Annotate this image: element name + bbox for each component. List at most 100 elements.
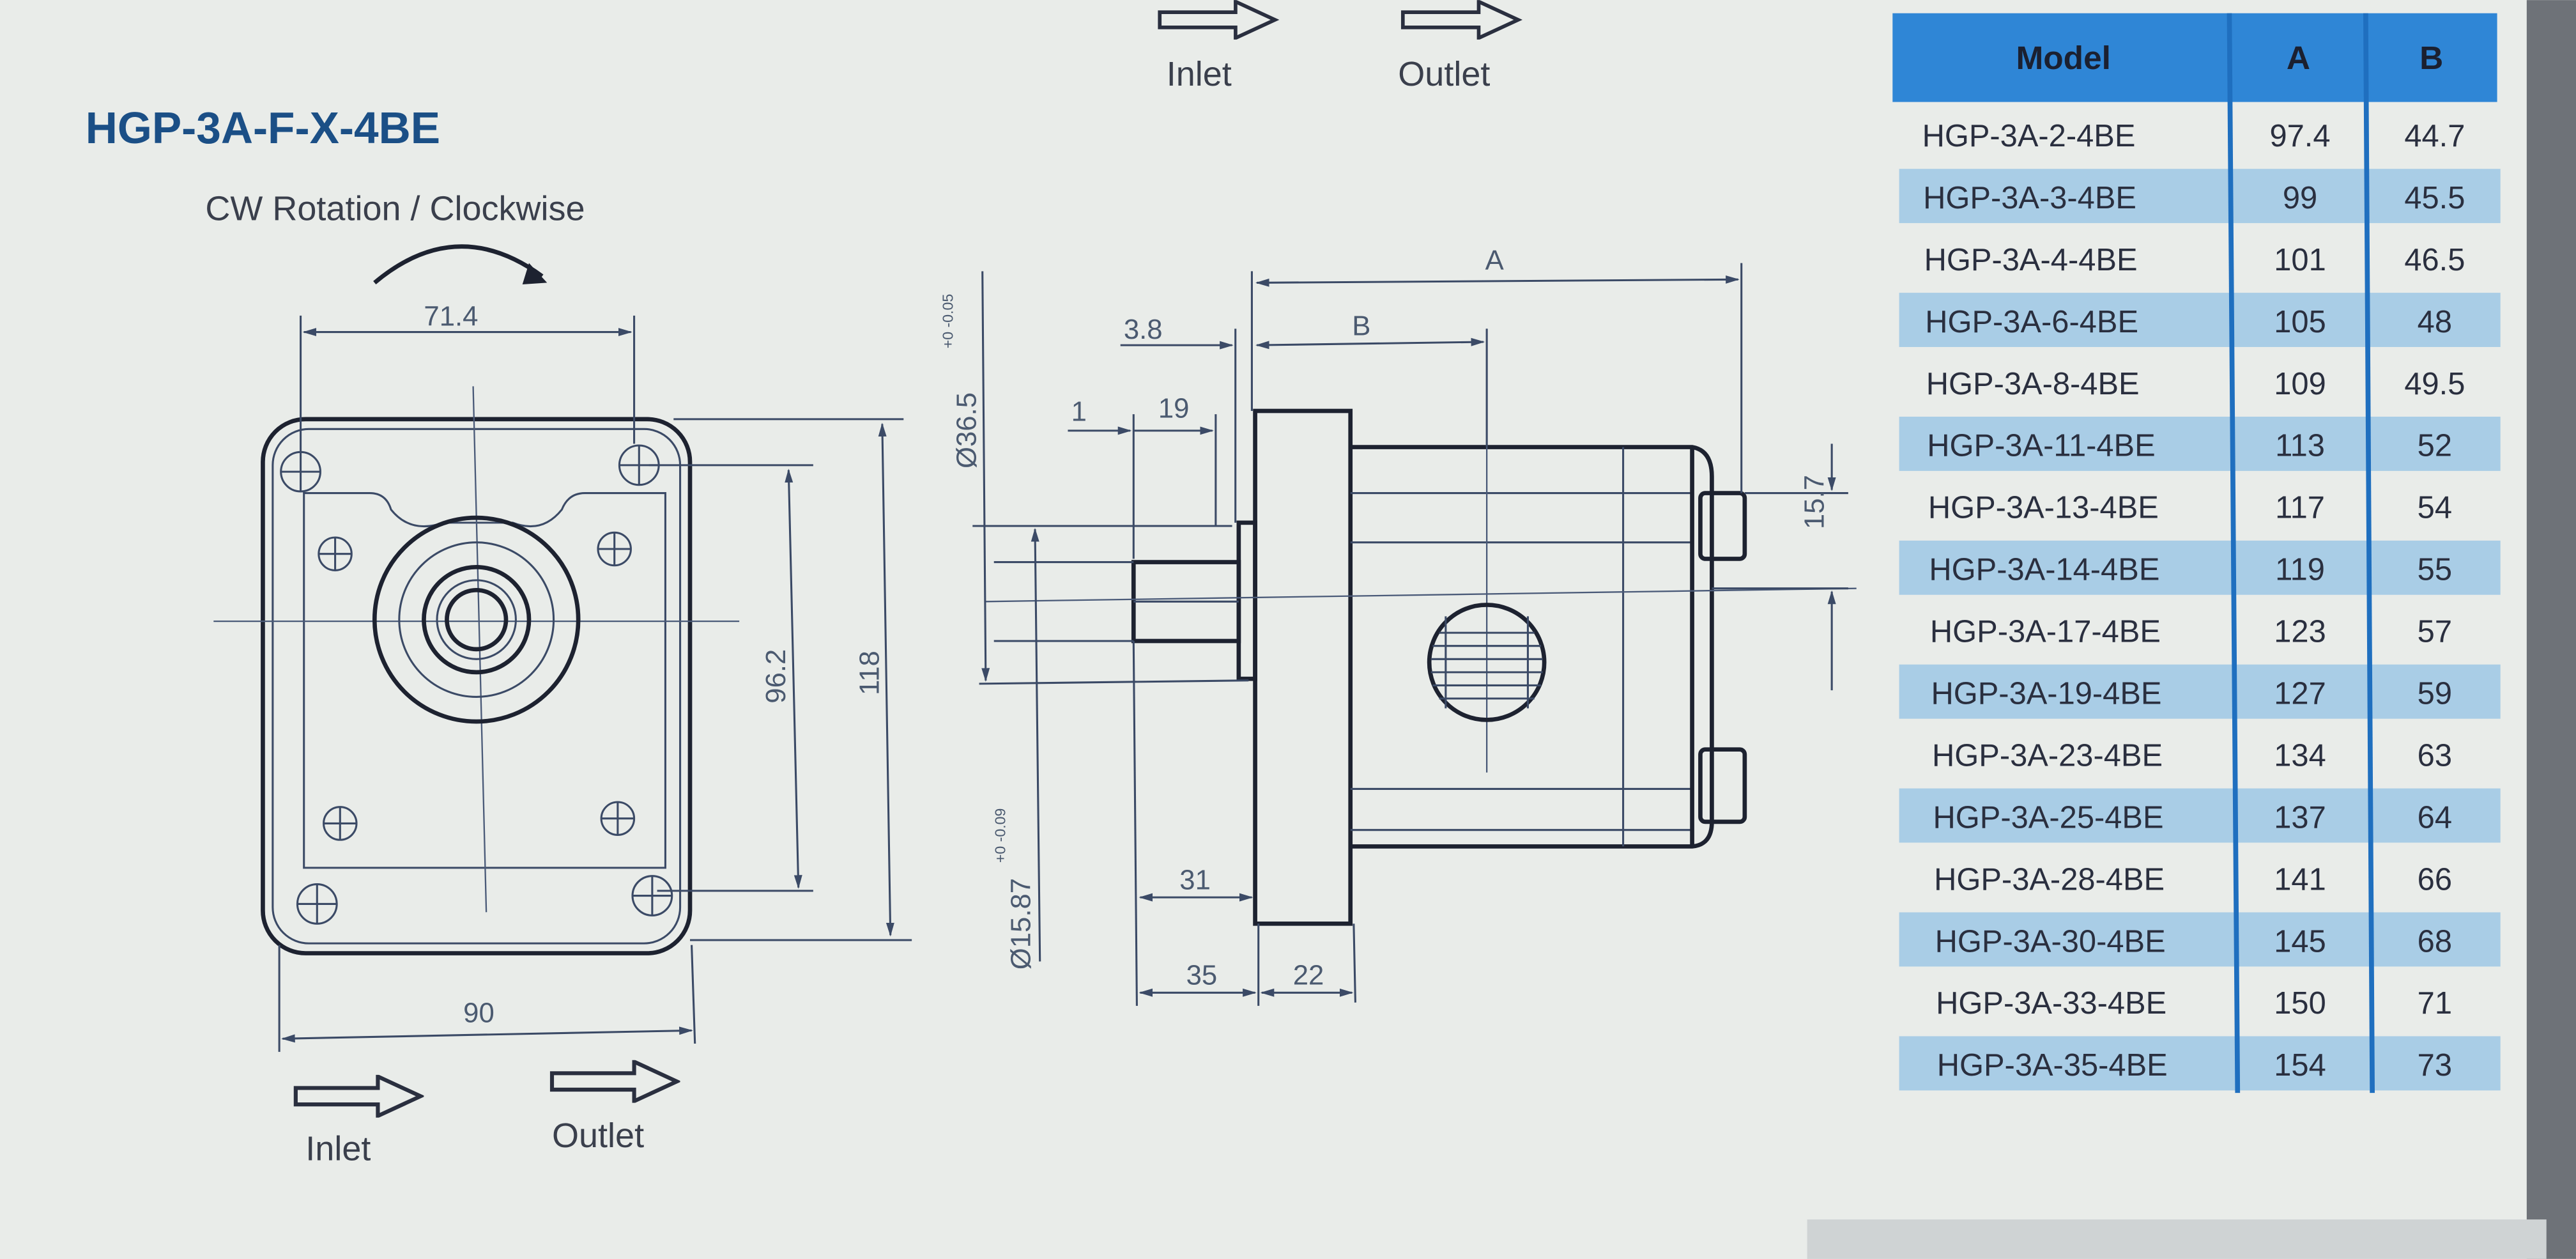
b-cell: 48 [2418,305,2452,339]
outlet-label: Outlet [552,1116,644,1155]
table-row: HGP-3A-6-4BE 105 48 [1899,293,2501,347]
dim-15-7: 15.7 [1798,475,1830,529]
dim-118: 118 [854,651,885,695]
a-cell: 113 [2275,429,2325,463]
a-cell: 119 [2275,553,2325,587]
dim-shaft-diameter: Ø15.87 [1005,878,1036,969]
dim-90: 90 [463,998,494,1029]
port [1427,603,1547,722]
a-cell: 99 [2283,181,2317,215]
b-cell: 71 [2418,986,2452,1021]
screen-bottom-edge [1807,1219,2547,1259]
table-row: HGP-3A-14-4BE 119 55 [1899,540,2501,595]
table-row: HGP-3A-23-4BE 134 63 [1932,738,2452,773]
row-stripe [1899,788,2501,843]
dim-35: 35 [1186,959,1218,991]
row-stripe [1899,1036,2501,1091]
b-cell: 66 [2418,862,2452,897]
a-cell: 109 [2274,367,2326,401]
model-cell: HGP-3A-8-4BE [1926,367,2140,401]
model-cell: HGP-3A-35-4BE [1937,1048,2168,1083]
model-cell: HGP-3A-33-4BE [1936,986,2166,1021]
header-b: B [2419,39,2443,76]
header-a: A [2287,39,2310,76]
rotation-arrow-icon [373,244,544,284]
row-stripe [1899,417,2501,471]
b-cell: 63 [2418,738,2452,773]
model-cell: HGP-3A-23-4BE [1932,738,2163,773]
table-row: HGP-3A-2-4BE 97.4 44.7 [1922,119,2465,153]
table-row: HGP-3A-11-4BE 113 52 [1899,417,2501,471]
drawing-title: HGP-3A-F-X-4BE [86,103,440,153]
row-stripe [1899,169,2501,224]
table-row: HGP-3A-13-4BE 117 54 [1928,491,2452,525]
model-cell: HGP-3A-2-4BE [1922,119,2136,153]
rotation-arrowhead-icon [522,263,548,284]
rotation-label: CW Rotation / Clockwise [205,190,585,228]
dim-3-8: 3.8 [1124,314,1163,345]
dim-shaft-tolerance: +0 -0.09 [992,808,1009,863]
b-cell: 52 [2418,429,2452,463]
model-cell: HGP-3A-13-4BE [1928,491,2159,525]
dim-pilot-diameter: Ø36.5 [951,392,982,468]
a-cell: 117 [2275,491,2325,525]
b-cell: 55 [2418,553,2452,587]
table-row: HGP-3A-3-4BE 99 45.5 [1899,169,2501,224]
dim-71-4: 71.4 [424,300,478,332]
model-cell: HGP-3A-6-4BE [1925,305,2138,339]
model-cell: HGP-3A-25-4BE [1933,800,2164,835]
table-header [1892,13,2497,102]
dim-a: A [1485,245,1505,276]
a-cell: 105 [2274,305,2326,339]
row-stripe [1899,540,2501,595]
b-cell: 54 [2418,491,2452,525]
dim-19: 19 [1158,392,1190,424]
side-dimensions: A B 3.8 1 19 Ø36.5 +0 -0.05 Ø15.87 +0 -0… [939,245,1848,1006]
a-cell: 145 [2274,924,2326,959]
model-cell: HGP-3A-14-4BE [1929,553,2159,587]
b-cell: 44.7 [2404,119,2465,153]
model-cell: HGP-3A-30-4BE [1935,924,2166,959]
b-cell: 49.5 [2404,367,2465,401]
b-cell: 46.5 [2404,243,2465,277]
a-cell: 154 [2274,1048,2326,1083]
front-view [213,386,740,955]
row-stripe [1899,912,2501,967]
top-inlet-label: Inlet [1167,55,1232,93]
dim-b: B [1352,311,1370,342]
dim-1: 1 [1071,396,1087,427]
a-cell: 127 [2274,676,2326,711]
table-row: HGP-3A-8-4BE 109 49.5 [1926,367,2465,401]
header-model: Model [2016,39,2111,76]
b-cell: 45.5 [2404,181,2465,215]
a-cell: 97.4 [2269,119,2330,153]
row-stripe [1899,293,2501,347]
a-cell: 134 [2274,738,2326,773]
dim-pilot-tolerance: +0 -0.05 [939,294,956,349]
inlet-label: Inlet [305,1130,371,1168]
dim-31: 31 [1179,864,1211,895]
a-cell: 141 [2274,862,2326,897]
dim-96-2: 96.2 [760,649,792,704]
model-cell: HGP-3A-17-4BE [1930,615,2161,649]
model-cell: HGP-3A-3-4BE [1923,181,2136,215]
a-cell: 123 [2274,615,2326,649]
b-cell: 64 [2418,800,2452,835]
model-cell: HGP-3A-11-4BE [1927,429,2155,463]
front-dimensions: 71.4 96.2 118 90 [278,300,912,1052]
dim-22: 22 [1293,959,1324,991]
model-dimension-table: Model A B HGP-3A-2-4BE 97.4 44.7HGP-3A-3-4… [1892,13,2501,1093]
flange-boss [372,515,581,724]
model-cell: HGP-3A-19-4BE [1931,676,2161,711]
screen-edge [2526,0,2576,1259]
table-row: HGP-3A-25-4BE 137 64 [1899,788,2501,843]
a-cell: 137 [2274,800,2326,835]
